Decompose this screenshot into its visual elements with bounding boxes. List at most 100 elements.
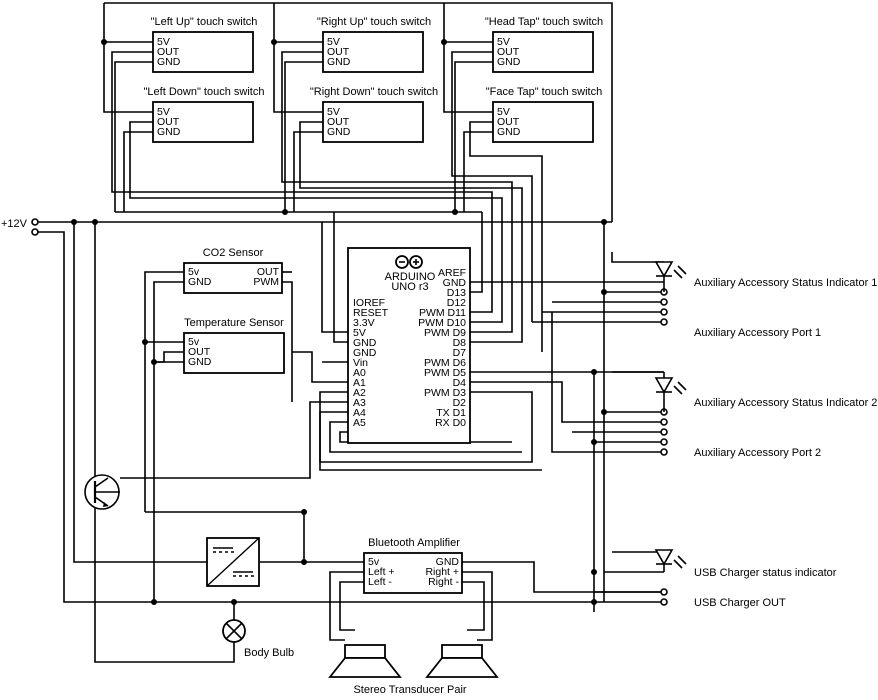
arduino-pin-label: Vin: [353, 357, 368, 369]
arduino-pin-label: A4: [353, 407, 366, 419]
pin-out: OUT: [327, 116, 350, 128]
junction-dots: [71, 39, 607, 605]
arduino-pin-label: PWM D11: [419, 307, 466, 319]
pin-left-plus: Left +: [368, 566, 395, 578]
arduino-name: ARDUINO: [385, 271, 436, 283]
pin-out: OUT: [157, 46, 180, 58]
arduino-pin-label: PWM D6: [424, 357, 466, 369]
pin-5v: 5V: [327, 106, 340, 118]
arduino-pin-label: GND: [443, 277, 467, 289]
arduino-pin-label: PWM D5: [424, 367, 466, 379]
pin-gnd: GND: [157, 126, 181, 138]
pin-out: OUT: [257, 266, 280, 278]
arduino-pin-label: D4: [453, 377, 467, 389]
terminal: [660, 418, 668, 426]
pin-gnd: GND: [327, 56, 351, 68]
temperature-sensor: Temperature Sensor 5v OUT GND: [183, 317, 285, 374]
pin-5v: 5V: [157, 36, 170, 48]
speaker-left-icon: [328, 644, 402, 678]
pin-right-plus: Right +: [425, 566, 459, 578]
switch-title: "Face Tap" touch switch: [486, 86, 602, 98]
co2-sensor-title: CO2 Sensor: [203, 247, 264, 259]
switch-title: "Right Up" touch switch: [317, 16, 431, 28]
pin-5v: 5v: [188, 266, 200, 278]
bluetooth-amplifier: Bluetooth Amplifier 5v Left + Left - GND…: [363, 537, 463, 594]
power-input-label: +12V: [1, 218, 28, 230]
arduino-pin-label: RX D0: [435, 417, 466, 429]
arduino-pin-label: 3.3V: [353, 317, 375, 329]
arduino-pin-label: D12: [447, 297, 466, 309]
pin-gnd: GND: [157, 56, 181, 68]
arduino-pin-label: D13: [447, 287, 466, 299]
arduino-pin-label: AREF: [438, 267, 466, 279]
arduino-pin-label: TX D1: [436, 407, 466, 419]
label-usb-out: USB Charger OUT: [694, 597, 786, 609]
touch-switch-head-tap: "Head Tap" touch switch 5V OUT GND: [485, 16, 603, 73]
touch-switch-left-down: "Left Down" touch switch 5V OUT GND: [144, 86, 264, 143]
arduino-pin-label: 5V: [353, 327, 366, 339]
body-bulb: Body Bulb: [222, 619, 294, 659]
speakers-label: Stereo Transducer Pair: [353, 684, 466, 696]
arduino-pin-label: PWM D9: [424, 327, 466, 339]
output-terminals: [660, 288, 668, 606]
arduino-pin-label: D7: [453, 347, 467, 359]
pin-out: OUT: [188, 346, 211, 358]
led-icon-aux-1: [654, 261, 687, 292]
dc-dc-converter-icon: [206, 537, 260, 587]
touch-switch-right-down: "Right Down" touch switch 5V OUT GND: [310, 86, 438, 143]
arduino-pin-label: A2: [353, 387, 366, 399]
pin-5v: 5V: [497, 36, 510, 48]
pin-5v: 5V: [497, 106, 510, 118]
switch-title: "Right Down" touch switch: [310, 86, 438, 98]
led-icon-usb: [654, 549, 687, 572]
arduino-pin-label: D8: [453, 337, 467, 349]
pin-gnd: GND: [188, 356, 212, 368]
pin-gnd: GND: [188, 276, 212, 288]
bluetooth-amp-title: Bluetooth Amplifier: [368, 537, 460, 549]
label-aux-port-1: Auxiliary Accessory Port 1: [694, 327, 821, 339]
arduino-pin-label: GND: [353, 337, 377, 349]
wires: [38, 2, 664, 663]
arduino-pin-label: A5: [353, 417, 366, 429]
pin-pwm: PWM: [253, 276, 279, 288]
arduino-pin-label: IOREF: [353, 297, 385, 309]
terminal: [660, 428, 668, 436]
terminal: [660, 308, 668, 316]
pin-out: OUT: [497, 46, 520, 58]
arduino-pin-label: GND: [353, 347, 377, 359]
pin-gnd: GND: [497, 126, 521, 138]
bulb-icon: [222, 619, 246, 643]
pin-gnd: GND: [436, 556, 460, 568]
pin-5v: 5V: [327, 36, 340, 48]
pin-5v: 5v: [368, 556, 380, 568]
arduino-board: ARDUINO UNO r3 IOREFRESET3.3V5VGNDGNDVin…: [347, 247, 471, 444]
terminal: [660, 598, 668, 606]
pin-gnd: GND: [327, 126, 351, 138]
switch-title: "Left Up" touch switch: [151, 16, 258, 28]
pin-right-minus: Right -: [428, 576, 459, 588]
transistor-icon: [84, 474, 120, 510]
terminal: [660, 588, 668, 596]
label-aux-status-1: Auxiliary Accessory Status Indicator 1: [694, 277, 877, 289]
arduino-pin-label: PWM D3: [424, 387, 466, 399]
arduino-pin-label: A3: [353, 397, 366, 409]
led-icon-aux-2: [654, 372, 687, 412]
arduino-logo-icon: [395, 255, 423, 269]
touch-switch-face-tap: "Face Tap" touch switch 5V OUT GND: [486, 86, 602, 143]
co2-sensor: CO2 Sensor 5v GND OUT PWM: [183, 247, 283, 294]
pin-out: OUT: [327, 46, 350, 58]
pin-left-minus: Left -: [368, 576, 392, 588]
power-input: +12V: [1, 218, 39, 236]
label-aux-port-2: Auxiliary Accessory Port 2: [694, 447, 821, 459]
pin-gnd: GND: [497, 56, 521, 68]
terminal: [660, 448, 668, 456]
arduino-pin-label: D2: [453, 397, 467, 409]
body-bulb-label: Body Bulb: [244, 647, 294, 659]
touch-switch-left-up: "Left Up" touch switch 5V OUT GND: [151, 16, 258, 73]
label-usb-status: USB Charger status indicator: [694, 567, 837, 579]
terminal: [660, 298, 668, 306]
pin-out: OUT: [497, 116, 520, 128]
arduino-pin-label: A0: [353, 367, 366, 379]
